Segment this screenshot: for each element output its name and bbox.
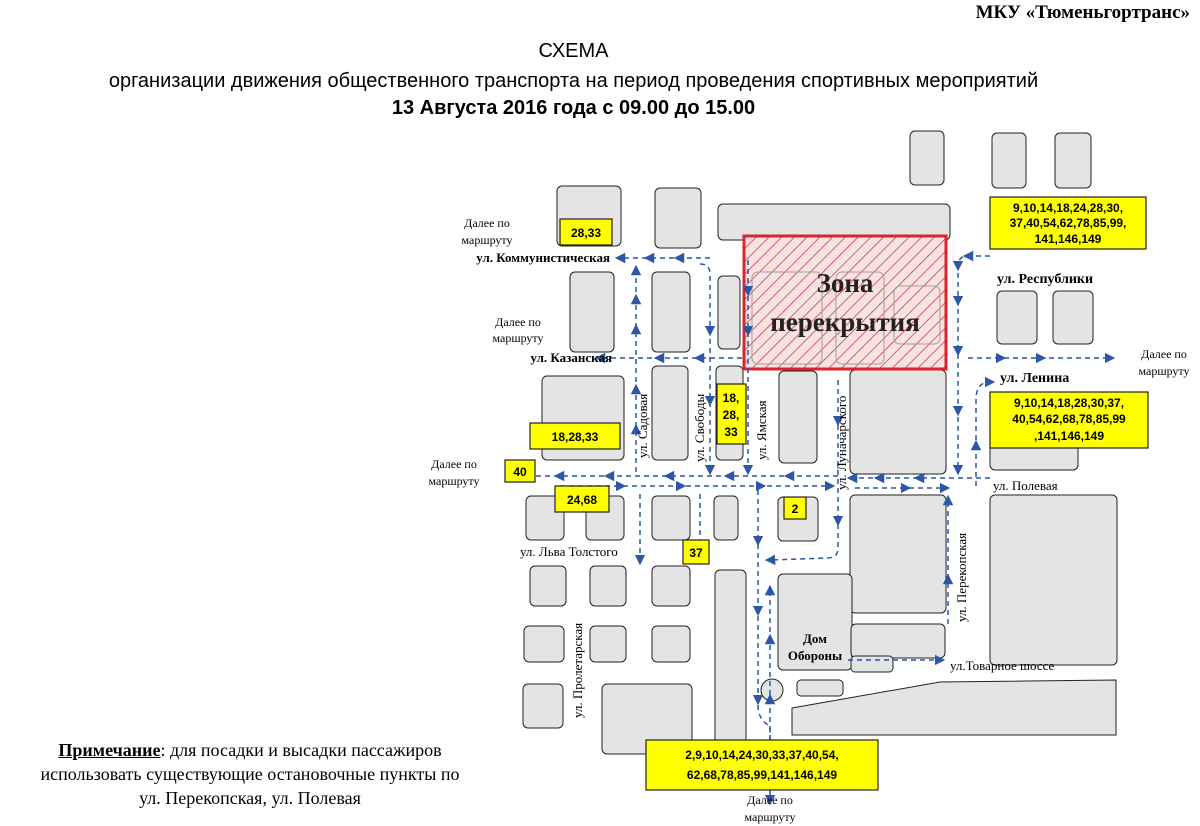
city-block bbox=[1052, 290, 1094, 345]
route-label-lenina-1: 9,10,14,18,28,30,37, bbox=[1014, 396, 1124, 410]
street-svobody: ул. Свободы bbox=[692, 394, 707, 462]
landmark-dom-oborony-2: Обороны bbox=[788, 648, 842, 663]
route-label-bottom-1: 2,9,10,14,24,30,33,37,40,54, bbox=[685, 748, 838, 762]
city-block bbox=[651, 495, 691, 541]
city-block bbox=[651, 625, 691, 663]
route-box-18-28-33-vertical bbox=[716, 383, 747, 445]
note-line-3: ул. Перекопская, ул. Полевая bbox=[139, 788, 361, 808]
city-block bbox=[849, 494, 947, 614]
street-respubliki: ул. Республики bbox=[997, 272, 1093, 287]
city-block bbox=[523, 625, 565, 663]
city-block bbox=[777, 573, 853, 671]
further-route-west-2: маршруту bbox=[428, 474, 479, 488]
note-title: Примечание bbox=[58, 740, 161, 760]
route-box-37 bbox=[682, 539, 710, 565]
closure-zone-label-1: Зона bbox=[817, 268, 874, 298]
route-label-respubliki-1: 9,10,14,18,24,28,30, bbox=[1013, 201, 1123, 215]
further-route-south-2: маршруту bbox=[744, 810, 795, 824]
city-block bbox=[714, 569, 747, 751]
route-box-respubliki bbox=[989, 196, 1147, 250]
city-block bbox=[796, 679, 844, 697]
city-block bbox=[717, 275, 741, 350]
route-label-37: 37 bbox=[689, 546, 703, 560]
city-block bbox=[850, 623, 946, 659]
street-lva-tolstogo: ул. Льва Толстого bbox=[520, 544, 618, 559]
note-line-1: : для посадки и высадки пассажиров bbox=[160, 740, 442, 760]
organization-name: МКУ «Тюменьгортранс» bbox=[975, 2, 1190, 23]
street-polevaya: ул. Полевая bbox=[993, 478, 1058, 493]
street-perekopskaya: ул. Перекопская bbox=[954, 533, 969, 622]
further-route-kazan-2: маршруту bbox=[492, 331, 543, 345]
city-block bbox=[850, 655, 894, 673]
date-line: 13 Августа 2016 года с 09.00 до 15.00 bbox=[391, 97, 756, 119]
city-block bbox=[529, 565, 567, 607]
city-block bbox=[651, 565, 691, 607]
note-line-2: использовать существующие остановочные п… bbox=[40, 764, 460, 784]
page-title: СХЕМА bbox=[538, 40, 609, 62]
route-box-24-68 bbox=[554, 485, 610, 513]
street-proletarskaya: ул. Пролетарская bbox=[570, 623, 585, 718]
page-subtitle: организации движения общественного транс… bbox=[108, 70, 1039, 92]
further-route-east-1: Далее по bbox=[1141, 347, 1187, 361]
city-block bbox=[996, 290, 1038, 345]
route-box-40 bbox=[504, 459, 536, 483]
landmark-dom-oborony-1: Дом bbox=[803, 631, 827, 646]
city-block bbox=[909, 130, 945, 186]
route-lunacharskogo bbox=[764, 380, 839, 566]
route-label-2: 2 bbox=[792, 502, 799, 516]
further-route-kommun-1: Далее по bbox=[464, 216, 510, 230]
further-route-kommun-2: маршруту bbox=[461, 233, 512, 247]
city-block bbox=[522, 683, 564, 729]
route-label-28-33: 28,33 bbox=[571, 226, 601, 240]
street-lunacharskogo: ул. Луначарского bbox=[834, 396, 849, 490]
route-box-bottom bbox=[645, 739, 879, 791]
further-route-south-1: Далее по bbox=[747, 793, 793, 807]
route-label-respubliki-2: 37,40,54,62,78,85,99, bbox=[1010, 216, 1127, 230]
closure-zone-label-2: перекрытия bbox=[770, 307, 920, 337]
street-tovarnoe-shosse: ул.Товарное шоссе bbox=[950, 658, 1055, 673]
route-label-24-68: 24,68 bbox=[567, 493, 597, 507]
city-block bbox=[651, 365, 689, 461]
further-route-east-2: маршруту bbox=[1138, 364, 1189, 378]
city-block bbox=[654, 187, 702, 249]
city-block bbox=[849, 369, 947, 475]
route-boxes bbox=[504, 196, 1149, 791]
route-box-18-28-33 bbox=[529, 422, 621, 450]
route-label-40: 40 bbox=[513, 465, 527, 479]
route-label-respubliki-3: 141,146,149 bbox=[1035, 232, 1102, 246]
street-kommunisticheskaya: ул. Коммунистическая bbox=[476, 250, 610, 265]
route-box-lenina bbox=[989, 391, 1149, 449]
city-block bbox=[989, 494, 1118, 666]
city-block bbox=[589, 565, 627, 607]
city-block bbox=[778, 370, 818, 464]
route-label-18-28-33: 18,28,33 bbox=[552, 430, 599, 444]
route-respubliki-south bbox=[952, 250, 990, 476]
street-kazanskaya: ул. Казанская bbox=[530, 350, 612, 365]
note-block: Примечание: для посадки и высадки пассаж… bbox=[6, 738, 494, 810]
city-block bbox=[791, 679, 1117, 736]
further-route-kazan-1: Далее по bbox=[495, 315, 541, 329]
city-block bbox=[569, 271, 615, 353]
street-yamskaya: ул. Ямская bbox=[754, 401, 769, 460]
route-label-bottom-2: 62,68,78,85,99,141,146,149 bbox=[687, 768, 837, 782]
city-block bbox=[651, 271, 691, 353]
route-label-lenina-3: ,141,146,149 bbox=[1034, 429, 1104, 443]
city-block bbox=[1054, 132, 1092, 189]
further-route-west-1: Далее по bbox=[431, 457, 477, 471]
closure-zone: Зона перекрытия bbox=[742, 234, 948, 371]
city-block bbox=[713, 495, 739, 541]
street-lenina: ул. Ленина bbox=[1000, 371, 1069, 386]
roundabout bbox=[760, 678, 784, 702]
city-block bbox=[589, 625, 627, 663]
street-sadovaya: ул. Садовая bbox=[635, 394, 650, 458]
route-label-lenina-2: 40,54,62,68,78,85,99 bbox=[1012, 412, 1126, 426]
route-label-col-1: 18, bbox=[723, 391, 740, 405]
route-label-col-2: 28, bbox=[723, 408, 740, 422]
route-box-2 bbox=[783, 496, 807, 520]
city-block bbox=[991, 132, 1027, 189]
route-label-col-3: 33 bbox=[724, 425, 738, 439]
route-box-28-33 bbox=[559, 218, 613, 246]
